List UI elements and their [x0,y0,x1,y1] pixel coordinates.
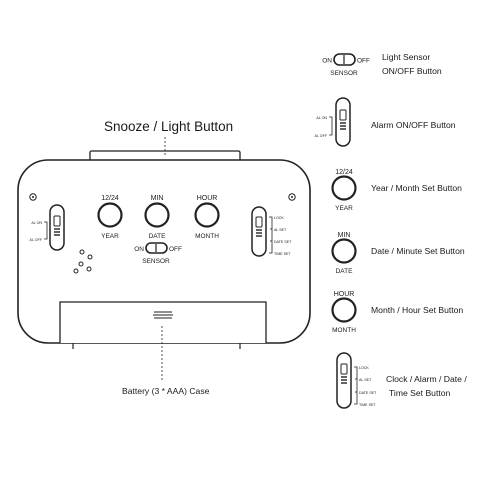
screw [32,196,34,198]
sensor-on-label: ON [134,246,144,253]
month-button-bottom-label: MONTH [195,233,219,240]
legend-month-bottom-label: MONTH [332,327,356,334]
snooze-light-callout: Snooze / Light Button [104,119,234,134]
legend-year-bottom-label: YEAR [335,205,353,212]
battery-case-callout: Battery (3 * AAA) Case [122,386,210,396]
year-button-top-label: 12/24 [101,195,119,202]
alarm-off-label: AL OFF [30,238,43,242]
battery-case[interactable] [59,301,267,343]
year-button[interactable] [97,202,123,228]
mode-timeset-label: TIME SET [274,252,291,256]
legend-mode-timeset-label: TIME SET [359,403,376,407]
sensor-switch[interactable]: ON OFF SENSOR [134,242,182,265]
sensor-label: SENSOR [142,258,170,265]
legend-sensor-line-1: Light Sensor [382,52,431,62]
legend-sensor-label: SENSOR [330,70,358,77]
legend-alarm-text: Alarm ON/OFF Button [371,120,456,130]
year-button-bottom-label: YEAR [101,233,119,240]
legend-year-text: Year / Month Set Button [371,183,462,193]
mode-lock-label: LOCK [274,216,284,220]
sensor-off-label: OFF [169,246,182,253]
legend-month-text: Month / Hour Set Button [371,305,464,315]
legend-year-top-label: 12/24 [335,169,353,176]
month-button[interactable] [194,202,220,228]
date-button-top-label: MIN [151,195,164,202]
legend-month-button-icon: HOUR MONTH [331,291,357,334]
alarm-switch[interactable]: AL ON AL OFF [30,204,65,251]
main-buttons: 12/24 YEAR MIN DATE HOUR MONTH [97,195,220,240]
legend-alarm-switch-icon: AL ON AL OFF [315,97,351,147]
legend-date-text: Date / Minute Set Button [371,246,465,256]
legend-mode-lock-label: LOCK [359,366,369,370]
mode-switch[interactable]: LOCK AL SET DATE SET TIME SET [251,206,292,257]
mode-dateset-label: DATE SET [274,240,292,244]
legend-year-button-icon: 12/24 YEAR [331,169,357,212]
legend-mode-line-1: Clock / Alarm / Date / [386,374,467,384]
legend-date-top-label: MIN [338,232,351,239]
mode-alset-label: AL SET [274,228,287,232]
screw [29,193,37,201]
legend-sensor-switch-icon: ON OFF SENSOR [322,53,370,77]
legend-sensor-line-2: ON/OFF Button [382,66,442,76]
legend-sensor-off-label: OFF [357,58,370,65]
legend-alarm-off-label: AL OFF [315,134,328,138]
date-button[interactable] [144,202,170,228]
screw [291,196,293,198]
legend-mode-line-2: Time Set Button [389,388,451,398]
date-button-bottom-label: DATE [149,233,167,240]
legend-mode-alset-label: AL SET [359,378,372,382]
speaker-holes [73,249,93,274]
legend-mode-text: Clock / Alarm / Date / Time Set Button [386,372,467,400]
month-button-top-label: HOUR [197,195,218,202]
legend-date-bottom-label: DATE [336,268,354,275]
screw [288,193,296,201]
legend-alarm-on-label: AL ON [316,116,327,120]
legend-mode-switch-icon: LOCK AL SET DATE SET TIME SET [336,352,377,409]
alarm-on-label: AL ON [31,221,42,225]
legend-month-top-label: HOUR [334,291,355,298]
legend-mode-dateset-label: DATE SET [359,391,377,395]
legend-sensor-text: Light Sensor ON/OFF Button [382,50,442,78]
legend-date-button-icon: MIN DATE [331,232,357,275]
legend-sensor-on-label: ON [322,58,332,65]
